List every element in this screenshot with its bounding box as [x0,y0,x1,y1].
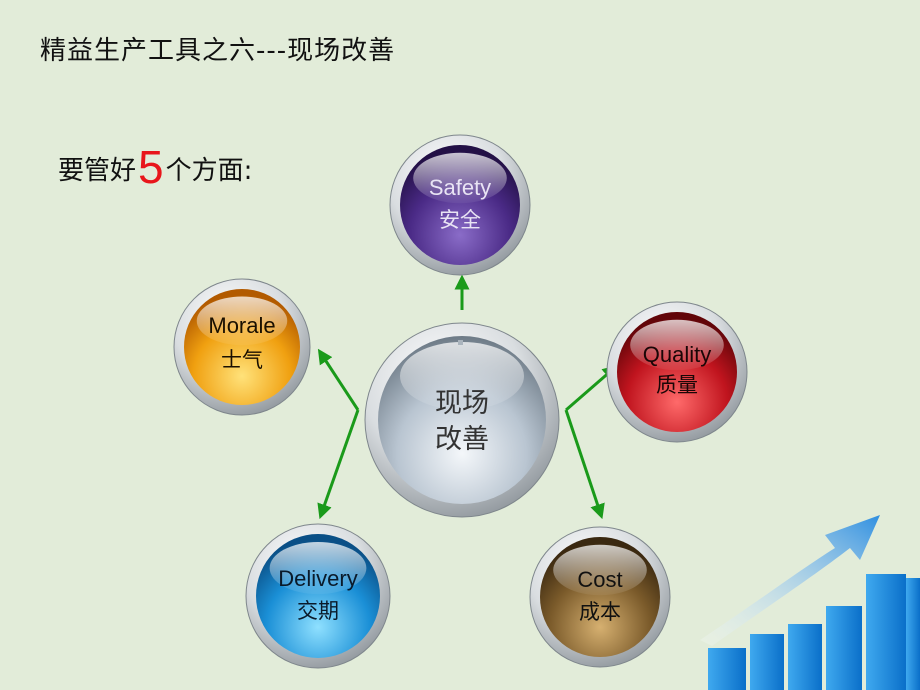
orb-safety-en-label: Safety [429,175,491,200]
orb-quality-cn-label: 质量 [656,373,698,397]
orb-cost-en-label: Cost [577,567,622,592]
page-title: 精益生产工具之六---现场改善 [40,36,396,66]
arrow-to-quality [565,365,618,412]
orb-quality-en-label: Quality [643,342,711,367]
orb-delivery-cn-label: 交期 [297,599,339,623]
aspect-orbs: Safety 安全 Quality 质量 Cost 成本 Delivery 交期 Morale 士… [173,134,748,669]
orb-safety-cn-label: 安全 [439,208,481,232]
center-label-line1: 现场 [435,388,489,419]
arrow-to-delivery [317,409,360,520]
orb-safety: Safety 安全 [389,134,531,276]
subtitle: 要管好5个方面: [58,140,252,194]
orb-cost-cn-label: 成本 [579,600,621,624]
subtitle-prefix: 要管好 [58,156,137,186]
growth-chart-icon [700,515,920,690]
orb-morale-cn-label: 士气 [221,348,263,372]
orb-quality: Quality 质量 [606,301,748,443]
center-orb: 现场 改善 [364,322,560,518]
center-label-line2: 改善 [435,424,489,455]
subtitle-suffix: 个方面: [165,156,253,186]
subtitle-number: 5 [138,141,164,193]
arrow-to-morale [317,348,360,411]
orb-morale-en-label: Morale [208,313,275,338]
connector-arrows [317,274,618,520]
arrow-to-cost [564,409,605,520]
orb-cost: Cost 成本 [529,526,671,668]
orb-delivery: Delivery 交期 [245,523,391,669]
orb-delivery-en-label: Delivery [278,566,357,591]
orb-morale: Morale 士气 [173,278,311,416]
